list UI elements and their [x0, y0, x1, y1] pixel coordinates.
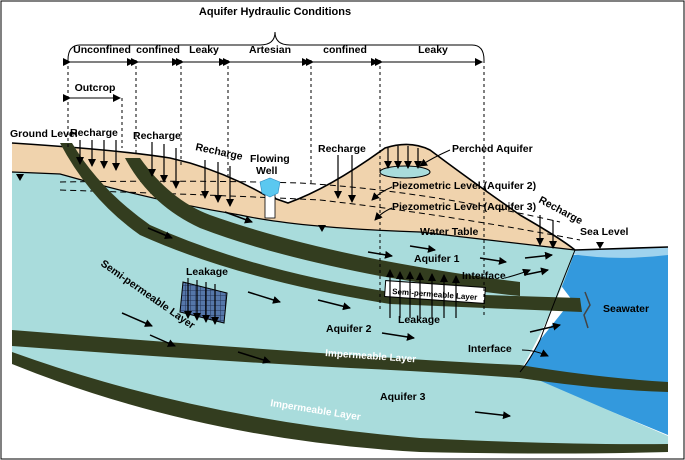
impermeable-layer-lower: [12, 352, 668, 454]
perched-aquifer-label: Perched Aquifer: [452, 143, 533, 155]
interface-label-1: Interface: [462, 270, 506, 282]
piezometric-3-label: Piezometric Level (Aquifer 3): [392, 201, 536, 213]
callout-arrows: [371, 149, 549, 357]
condition-confined-2: confined: [323, 44, 367, 56]
condition-leaky-2: Leaky: [418, 44, 448, 56]
confining-layer-aquifer1: [125, 158, 520, 296]
interface-label-2: Interface: [468, 343, 512, 355]
sea-level-marker: [596, 242, 604, 249]
condition-confined-1: confined: [136, 44, 180, 56]
condition-leaky-1: Leaky: [189, 44, 219, 56]
water-table-line: [11, 171, 576, 251]
span-arrows: [63, 58, 483, 102]
ground-surface: [11, 142, 669, 251]
seawater-label: Seawater: [603, 303, 649, 315]
flowing-well-label-1: Flowing: [250, 153, 290, 165]
aquifer-3-label: Aquifer 3: [380, 391, 426, 403]
recharge-label-4: Recharge: [318, 143, 366, 155]
aquifer-2-label: Aquifer 2: [326, 323, 372, 335]
leakage-label-2: Leakage: [398, 314, 440, 326]
leakage-label-1: Leakage: [186, 266, 228, 278]
outcrop-label: Outcrop: [75, 82, 116, 94]
ground-level-marker: [16, 174, 24, 181]
impermeable-layer-upper: [12, 330, 668, 392]
piezometric-level-2: [59, 180, 561, 223]
recharge-arrows: [76, 140, 557, 249]
sea-level-label: Sea Level: [580, 226, 629, 238]
flowing-well-label-2: Well: [256, 165, 277, 177]
condition-artesian: Artesian: [249, 44, 291, 56]
water-table-marker: [318, 225, 326, 232]
recharge-label-2: Recharge: [133, 130, 181, 142]
leakage-arrows: [184, 269, 460, 325]
condition-unconfined: Unconfined: [73, 44, 131, 56]
water-table-label: Water Table: [420, 226, 479, 238]
aquifer-1-label: Aquifer 1: [414, 253, 460, 265]
piezometric-2-label: Piezometric Level (Aquifer 2): [392, 180, 536, 192]
ground-level-label: Ground Level: [10, 128, 78, 140]
bracket-structure: [67, 31, 485, 315]
diagram-title: Aquifer Hydraulic Conditions: [199, 6, 351, 18]
recharge-label-1: Recharge: [70, 127, 118, 139]
